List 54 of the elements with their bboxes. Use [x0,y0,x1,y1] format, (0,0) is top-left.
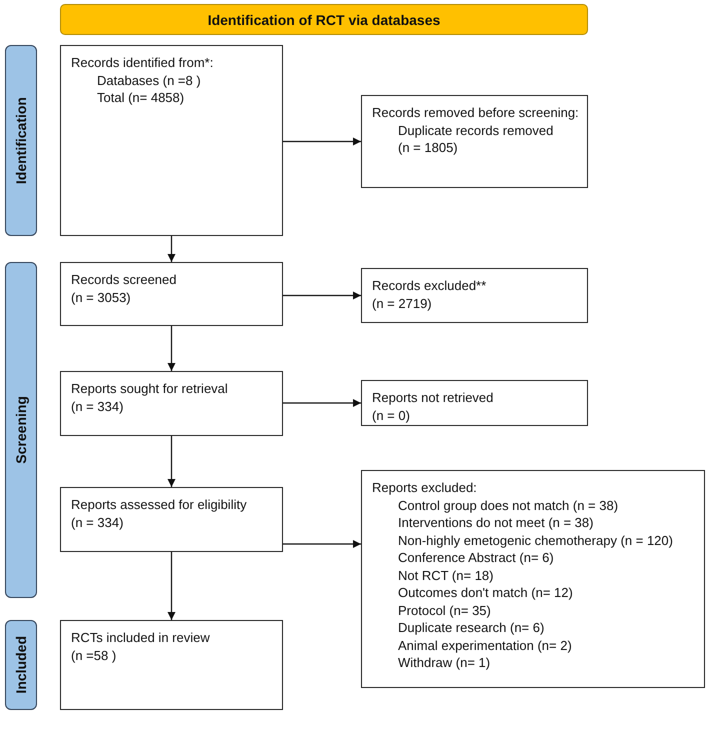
box-text: Duplicate records removed [397,122,554,139]
box-text: Total (n= 4858) [96,89,186,106]
box-text: Protocol (n= 35) [397,602,492,619]
section-header [60,4,588,35]
box-text: Not RCT (n= 18) [397,566,494,584]
box-text: Duplicate research (n= 6) [397,619,546,636]
process-box [60,371,283,436]
box-text: (n = 334) [71,514,124,531]
process-box [361,95,588,188]
box-text: Interventions do not meet (n = 38) [397,514,594,532]
phase-label: Screening [13,396,29,464]
box-text: Non-highly emetogenic chemotherapy (n = 120) [397,532,674,549]
box-heading: Reports not retrieved [372,389,494,406]
box-heading: Records removed before screening: [372,104,577,122]
arrow [168,436,176,487]
box-text: (n = 0) [372,406,411,424]
process-box [361,470,705,688]
box-text: Control group does not match (n = 38) [397,496,620,514]
arrow [168,326,176,371]
phase-band [5,262,37,598]
box-text: Withdraw (n= 1) [397,654,492,672]
box-text: (n =58 ) [71,646,118,664]
process-box [60,487,283,552]
process-box [361,380,588,426]
arrow [283,540,361,548]
arrow [283,292,361,300]
process-box [361,268,588,323]
box-text: (n = 1805) [397,139,459,156]
phase-label: Identification [13,96,29,184]
box-heading: Records screened [71,271,178,288]
box-text: (n = 2719) [372,294,433,312]
arrow [283,399,361,407]
process-box [60,620,283,710]
process-box [60,262,283,326]
box-text: Databases (n =8 ) [96,72,202,89]
arrow [168,236,176,262]
box-heading: Records excluded** [372,277,488,294]
arrow [283,138,361,146]
header-title: Identification of RCT via databases [208,12,440,28]
phase-band [5,620,37,710]
phase-band [5,45,37,236]
phase-label: Included [13,636,29,694]
box-text: (n = 334) [71,398,124,415]
arrow [168,552,176,620]
box-text: (n = 3053) [71,288,132,306]
process-box [60,45,283,236]
box-heading: Reports excluded: [372,479,478,496]
box-heading: RCTs included in review [71,629,211,646]
box-text: Outcomes don't match (n= 12) [397,584,574,602]
box-heading: Records identified from*: [71,54,214,72]
box-text: Conference Abstract (n= 6) [397,549,555,566]
box-text: Animal experimentation (n= 2) [397,636,573,654]
box-heading: Reports assessed for eligibility [71,496,248,514]
box-heading: Reports sought for retrieval [71,380,229,398]
